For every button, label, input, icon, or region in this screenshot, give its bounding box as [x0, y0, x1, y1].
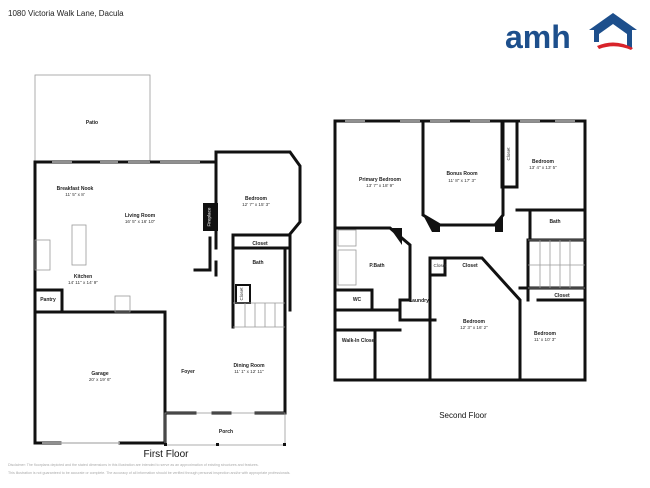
bathtub: [337, 249, 357, 286]
living-room-label: Living Room: [125, 213, 156, 219]
bedroom-c-label: Bedroom: [534, 331, 557, 337]
house-icon: [589, 13, 637, 50]
foyer-label: Foyer: [181, 369, 195, 375]
first-floor-title: First Floor: [144, 449, 190, 460]
breakfast-nook-dims: 11' 5" x 8': [65, 192, 85, 197]
bedroom-label: Bedroom: [245, 196, 268, 202]
disclaimer-line-2: This illustration is not guaranteed to b…: [8, 471, 291, 475]
logo-text: amh: [505, 19, 571, 55]
swoosh-icon: [597, 42, 633, 50]
breakfast-nook-label: Breakfast Nook: [57, 186, 94, 192]
garage-label: Garage: [91, 371, 108, 377]
patio-label: Patio: [86, 120, 98, 126]
bedroom-a-dims: 13' 4" x 13' 5": [529, 165, 557, 170]
stair-closet-label: Closet: [239, 287, 244, 301]
closet-b-label: Closet: [462, 263, 478, 269]
bath-label: Bath: [252, 260, 263, 266]
p-bath-label: P.Bath: [369, 263, 384, 269]
living-room-dims: 16' 5" x 16' 10": [125, 219, 156, 224]
bedroom-c-dims: 11' x 10' 3": [534, 337, 556, 342]
wc-label: WC: [353, 297, 362, 303]
stairs-first-floor: [233, 302, 285, 328]
kitchen-label: Kitchen: [74, 274, 92, 280]
garage-dims: 20' x 19' 6": [89, 377, 112, 382]
porch-label: Porch: [219, 429, 233, 435]
bedroom-dims: 12' 7" x 15' 3": [242, 202, 270, 207]
stove: [34, 239, 51, 271]
bonus-room-dims: 11' 8" x 17' 3": [448, 178, 476, 183]
kitchen-island: [71, 224, 87, 266]
closet-small-label: Closet: [433, 263, 447, 268]
dining-room-dims: 11' 1" x 12' 11": [234, 369, 264, 374]
first-floor: Fireplace Patio Breakfast Nook 11' 5" x …: [33, 74, 302, 460]
pantry-label: Pantry: [40, 297, 56, 303]
bonus-room-label: Bonus Room: [446, 171, 478, 177]
kitchen-dims: 14' 11" x 14' 9": [68, 280, 98, 285]
fireplace-label: Fireplace: [207, 207, 212, 226]
primary-bedroom-label: Primary Bedroom: [359, 177, 402, 183]
disclaimer-line-1: Disclaimer: The floorplans depicted and …: [8, 463, 259, 467]
patio-outline: [34, 74, 151, 163]
property-address: 1080 Victoria Walk Lane, Dacula: [8, 9, 124, 18]
bedroom-b-label: Bedroom: [463, 319, 486, 325]
second-floor-title: Second Floor: [439, 411, 487, 420]
walk-in-closet-label: Walk-In Closet: [342, 338, 377, 344]
porch-outline: [164, 412, 286, 446]
shower: [337, 229, 357, 247]
fireplace: [203, 203, 218, 231]
bedroom-a-label: Bedroom: [532, 159, 555, 165]
stairs-second-floor: [528, 239, 585, 289]
second-floor: Primary Bedroom 13' 7" x 18' 9" Bonus Ro…: [333, 119, 587, 420]
dining-room-label: Dining Room: [233, 363, 265, 369]
closet-label: Closet: [252, 241, 268, 247]
fridge: [114, 295, 131, 313]
primary-bedroom-dims: 13' 7" x 18' 9": [366, 183, 394, 188]
closet-a-label: Closet: [506, 147, 511, 161]
amh-logo: amh: [505, 13, 637, 55]
laundry-label: Laundry: [409, 298, 429, 304]
bedroom-b-dims: 12' 3" x 16' 2": [460, 325, 488, 330]
bath-2-label: Bath: [549, 219, 560, 225]
closet-c-label: Closet: [554, 293, 570, 299]
